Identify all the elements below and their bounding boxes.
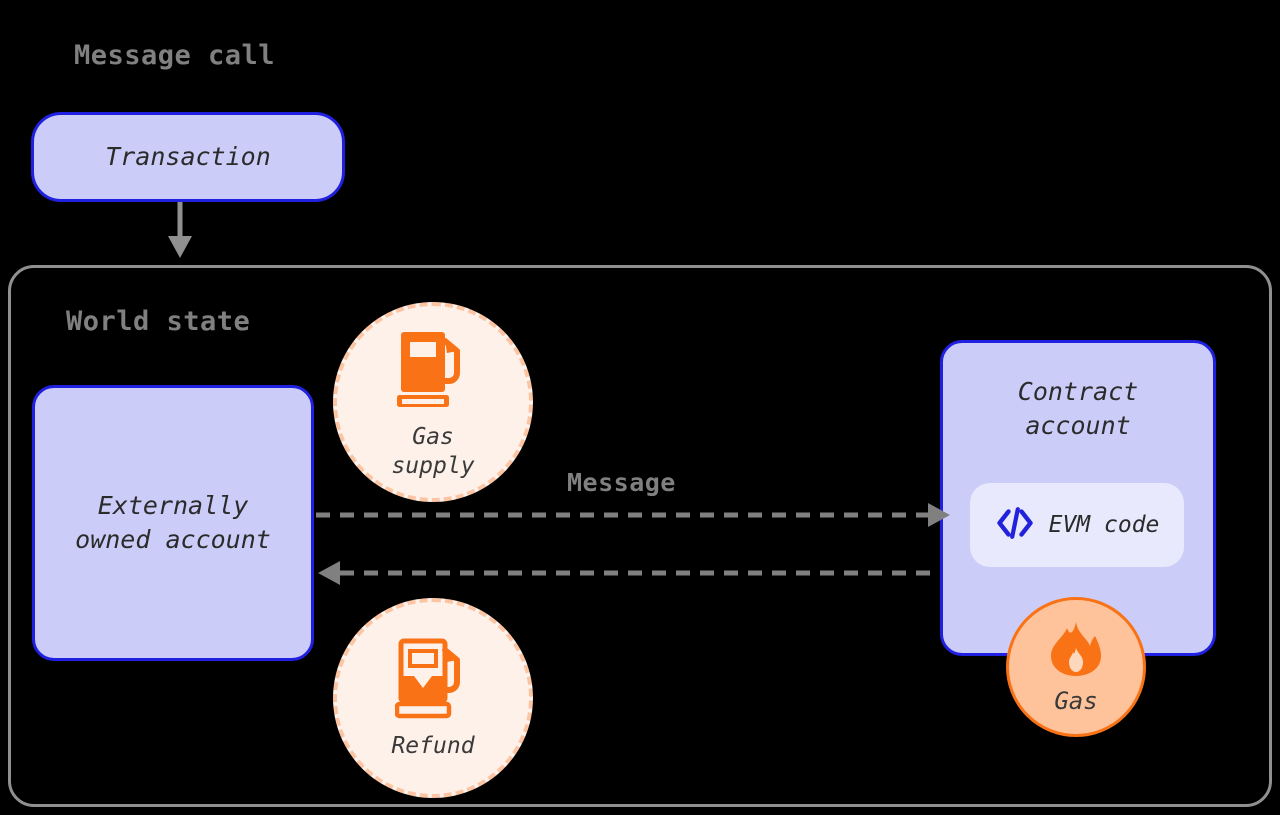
code-brackets-icon bbox=[995, 506, 1035, 544]
page-title: Message call bbox=[74, 40, 276, 71]
refund-badge[interactable]: Refund bbox=[333, 598, 533, 798]
message-edge-label: Message bbox=[567, 468, 676, 497]
gas-pump-partial-icon bbox=[394, 638, 471, 724]
externally-owned-account-node[interactable]: Externally owned account bbox=[32, 385, 314, 661]
evm-code-label: EVM code bbox=[1048, 512, 1160, 538]
arrow-transaction-to-world-state bbox=[168, 202, 192, 258]
flame-icon bbox=[1045, 618, 1107, 684]
evm-code-chip[interactable]: EVM code bbox=[970, 483, 1184, 567]
refund-label: Refund bbox=[391, 732, 475, 759]
gas-badge[interactable]: Gas bbox=[1006, 597, 1146, 737]
transaction-node[interactable]: Transaction bbox=[31, 112, 345, 202]
gas-pump-full-icon bbox=[395, 329, 471, 415]
externally-owned-account-label: Externally owned account bbox=[75, 491, 271, 554]
gas-supply-badge[interactable]: Gas supply bbox=[333, 302, 533, 502]
gas-badge-label: Gas bbox=[1054, 687, 1098, 715]
transaction-node-label: Transaction bbox=[105, 142, 271, 172]
contract-account-label: Contract account bbox=[1017, 377, 1139, 440]
world-state-title: World state bbox=[66, 306, 251, 337]
world-state-container bbox=[8, 265, 1272, 807]
gas-supply-label: Gas supply bbox=[391, 424, 475, 479]
